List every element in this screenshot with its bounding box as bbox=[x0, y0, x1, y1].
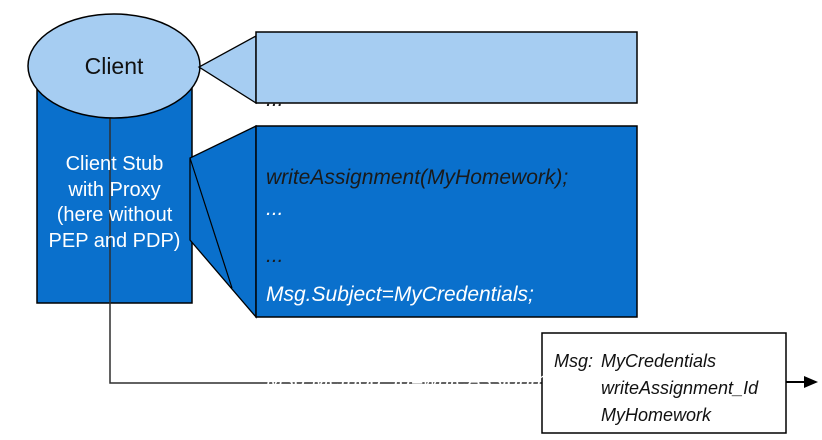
outgoing-arrow-head-icon bbox=[804, 376, 818, 388]
message-value: writeAssignment_Id bbox=[601, 378, 759, 398]
code-line: ... bbox=[266, 244, 284, 267]
message-box-rect bbox=[541, 332, 787, 434]
code-line: writeAssignment(MyHomework); bbox=[266, 166, 569, 189]
code-line: Msg.Subject=MyCredentials; bbox=[266, 282, 534, 306]
stub-code-callout-pointer bbox=[189, 124, 257, 319]
client-stub-label-line: PEP and PDP) bbox=[48, 229, 181, 252]
stub-code-callout-box bbox=[255, 125, 638, 318]
code-line: ... bbox=[266, 197, 284, 221]
message-value: MyHomework bbox=[601, 405, 712, 425]
code-line: Msg.Method_Id=writeAssignment_Id; bbox=[266, 368, 613, 392]
client-label: Client bbox=[84, 53, 144, 79]
client-stub-label-line: with Proxy bbox=[68, 178, 161, 201]
app-code-callout-box bbox=[255, 31, 638, 104]
message-box-label: Msg: bbox=[554, 351, 594, 371]
app-code-callout-text: ... writeAssignment(MyHomework); ... bbox=[266, 35, 568, 321]
message-value: MyCredentials bbox=[601, 351, 717, 371]
client-stub-label: Client Stub with Proxy (here without PEP… bbox=[37, 152, 192, 254]
stub-code-callout-text: ... Msg.Subject=MyCredentials; Msg.Metho… bbox=[266, 138, 612, 440]
code-line: ... bbox=[266, 88, 284, 111]
connector-line bbox=[109, 118, 542, 384]
app-code-callout-pointer bbox=[197, 34, 257, 105]
client-stub-label-line: (here without bbox=[56, 204, 173, 226]
stub-code-callout-pointer-fold bbox=[189, 157, 233, 289]
message-box-values: MyCredentials writeAssignment_Id MyHomew… bbox=[601, 348, 780, 429]
client-stub-label-line: Client Stub bbox=[65, 153, 164, 175]
message-box-content: Msg: MyCredentials writeAssignment_Id My… bbox=[554, 348, 780, 429]
